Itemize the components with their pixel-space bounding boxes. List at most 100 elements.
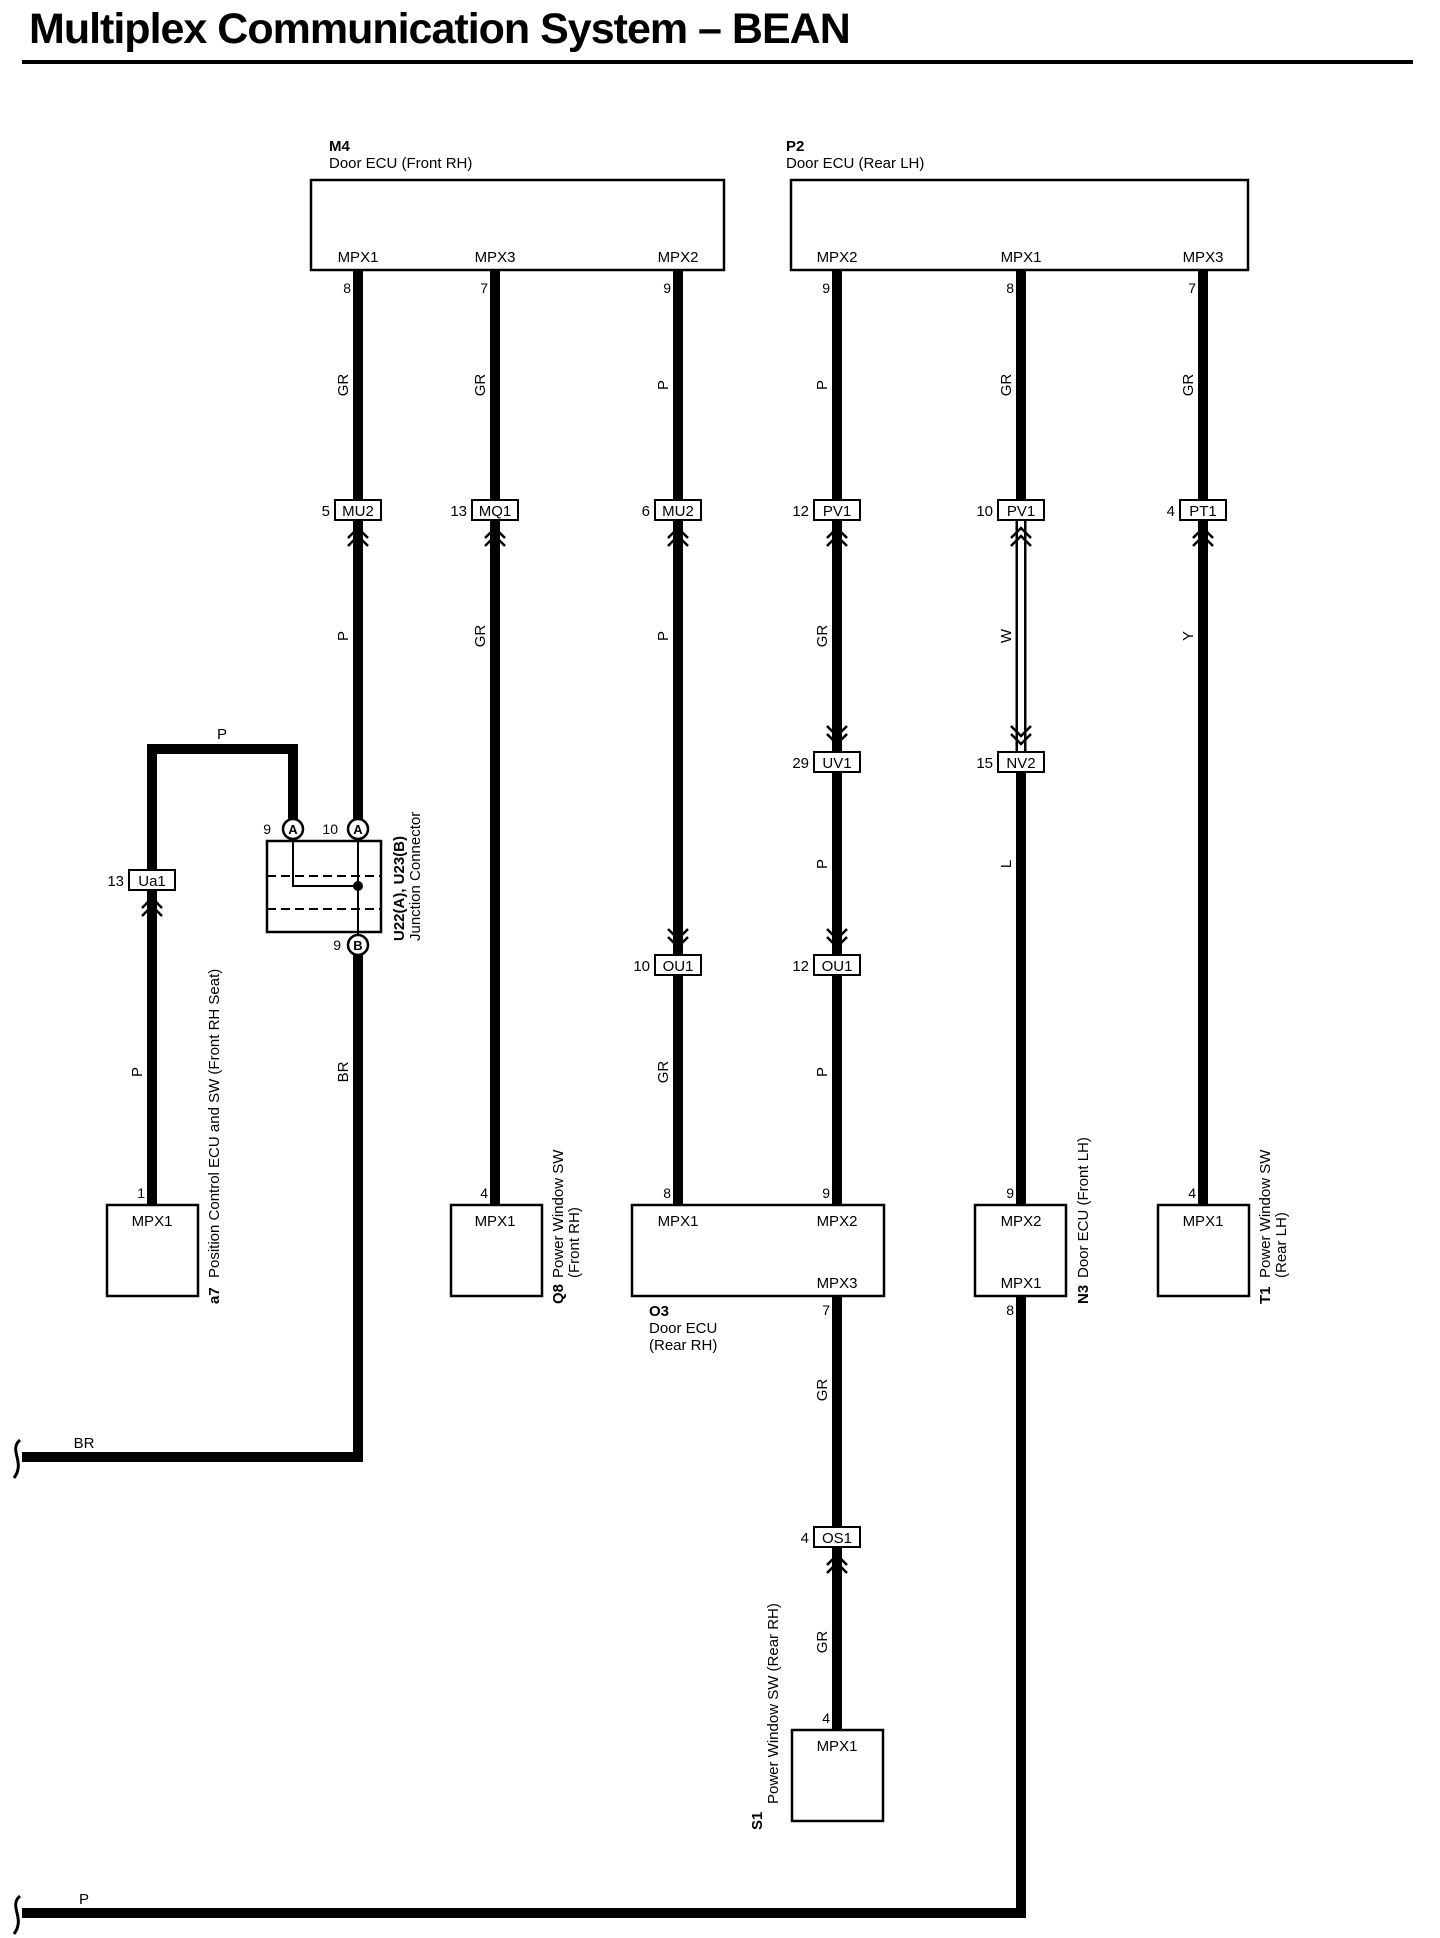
connector-box: [997, 751, 1045, 773]
pin-number: 8: [343, 280, 351, 296]
wire-n3-p: [22, 1296, 1026, 1918]
pin-number: 8: [1006, 1302, 1014, 1318]
junction-pin-a-9: [281, 817, 305, 841]
component-q8-box: [449, 1203, 544, 1298]
junction-name: U22(A), U23(B): [391, 836, 408, 941]
connector-box: [1179, 499, 1227, 521]
connector-box: [813, 499, 861, 521]
wire-color-label: GR: [998, 374, 1015, 397]
connector-id: PV1: [1007, 503, 1035, 520]
component-name: Door ECU (Front LH): [1075, 1137, 1092, 1278]
pin-label: MPX1: [338, 249, 379, 266]
connector-pin: 10: [976, 503, 993, 520]
wire-color-label: GR: [335, 374, 352, 397]
component-code: M4: [329, 138, 350, 155]
connector-pin: 10: [633, 958, 650, 975]
pin-label: MPX3: [817, 1275, 858, 1292]
component-m4-box: [309, 178, 726, 272]
component-a7-box: [105, 1203, 200, 1298]
connector-pin: 29: [792, 755, 809, 772]
connector-pin: 13: [107, 873, 124, 890]
junction-name-2: Junction Connector: [407, 812, 424, 941]
component-name: Door ECU (Rear LH): [786, 155, 924, 172]
connector-pin: 13: [450, 503, 467, 520]
pin-label: MPX1: [475, 1213, 516, 1230]
connector-pin: 6: [642, 503, 650, 520]
junction-pin-b-9: [346, 933, 370, 957]
pin-number: 7: [480, 280, 488, 296]
connector-box: [471, 499, 519, 521]
wire-color-label: P: [655, 631, 672, 641]
pin-number: 9: [822, 1185, 830, 1201]
connector-box: [654, 954, 702, 976]
connector-id: OS1: [822, 1530, 852, 1547]
junction-pin-tag: B: [353, 938, 362, 953]
component-name: Power Window SW: [550, 1149, 567, 1278]
connector-id: OU1: [822, 958, 853, 975]
pin-number: 9: [822, 280, 830, 296]
wire-color-label: GR: [814, 625, 831, 648]
pin-label: MPX1: [1001, 249, 1042, 266]
wire-color-label: P: [814, 1067, 831, 1077]
connector-pin: 12: [792, 958, 809, 975]
page-title: Multiplex Communication System – BEAN: [29, 5, 851, 53]
component-name: Position Control ECU and SW (Front RH Se…: [206, 969, 223, 1278]
connector-pin: 15: [976, 755, 993, 772]
wire-color-label: P: [217, 726, 227, 743]
wire-color-label: GR: [814, 1379, 831, 1402]
pin-label: MPX1: [132, 1213, 173, 1230]
component-name-2: (Front RH): [566, 1207, 583, 1278]
component-code: Q8: [550, 1284, 567, 1304]
connector-box: [128, 869, 176, 891]
wire-color-label: GR: [814, 1631, 831, 1654]
pin-label: MPX2: [817, 1213, 858, 1230]
pin-number: 8: [663, 1185, 671, 1201]
pin-label: MPX1: [817, 1738, 858, 1755]
wire-color-label: P: [814, 380, 831, 390]
wire-junction-a7: [147, 744, 298, 870]
pin-number: 9: [1006, 1185, 1014, 1201]
wire-color-label: L: [998, 860, 1015, 868]
connector-id: PV1: [823, 503, 851, 520]
junction-pin-number: 9: [263, 821, 271, 837]
connector-pin: 5: [322, 503, 330, 520]
connector-id: PT1: [1189, 503, 1217, 520]
wire-color-label: GR: [472, 625, 489, 648]
component-n3-box: [973, 1203, 1068, 1298]
connector-pin: 4: [1167, 503, 1175, 520]
pin-label: MPX1: [1183, 1213, 1224, 1230]
connector-box: [813, 954, 861, 976]
junction-splice-dot: [353, 881, 363, 891]
connector-id: NV2: [1006, 755, 1035, 772]
wire-color-label: BR: [74, 1435, 95, 1452]
junction-pin-number: 9: [333, 937, 341, 953]
component-code: P2: [786, 138, 804, 155]
component-o3-box: [630, 1203, 886, 1298]
wire-color-label: GR: [655, 1061, 672, 1084]
pin-number: 4: [1188, 1185, 1196, 1201]
wire-color-label: P: [814, 859, 831, 869]
connector-pin: 12: [792, 503, 809, 520]
connector-box: [813, 1526, 861, 1548]
connector-id: Ua1: [138, 873, 166, 890]
pin-label: MPX2: [817, 249, 858, 266]
pin-label: MPX3: [1183, 249, 1224, 266]
wire-break-left-upper: [12, 1438, 22, 1479]
wire-color-label: P: [655, 380, 672, 390]
pin-label: MPX1: [1001, 1275, 1042, 1292]
junction-pin-tag: A: [353, 822, 363, 837]
pin-number: 4: [822, 1710, 830, 1726]
pin-label: MPX2: [658, 249, 699, 266]
component-code: a7: [206, 1287, 223, 1304]
wire-color-label: P: [129, 1067, 146, 1077]
connector-id: MU2: [662, 503, 694, 520]
pin-number: 7: [822, 1302, 830, 1318]
component-name: Power Window SW (Rear RH): [765, 1603, 782, 1804]
connector-id: UV1: [822, 755, 851, 772]
pin-label: MPX1: [658, 1213, 699, 1230]
wire-junction-br: [22, 955, 363, 1462]
component-name: Power Window SW: [1257, 1149, 1274, 1278]
title-rule: [22, 60, 1413, 64]
pin-number: 9: [663, 280, 671, 296]
